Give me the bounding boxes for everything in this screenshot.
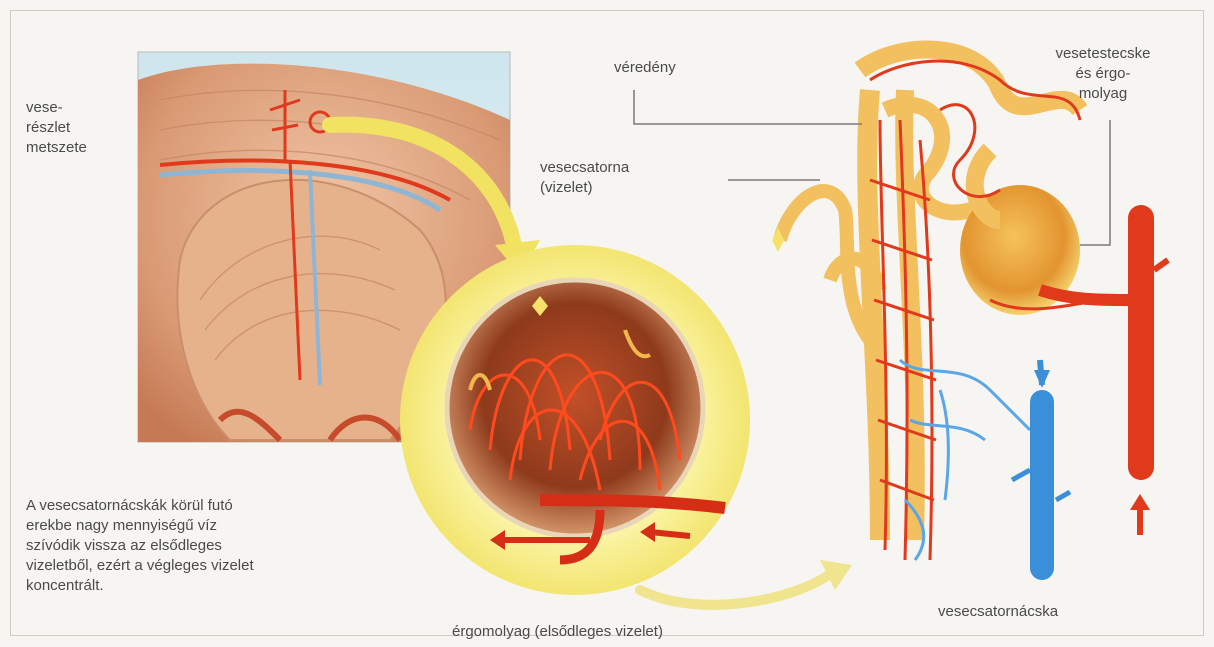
label-renal-corpuscle: vesetestecske és érgo- molyag: [1018, 44, 1188, 104]
flow-arrow: [640, 570, 835, 605]
glomerulus-magnification: [400, 245, 750, 595]
nephron-illustration: [772, 50, 1168, 580]
label-kidney-section: vese- részlet metszete: [26, 98, 136, 158]
caption-note: A vesecsatornácskák körül futó erekbe na…: [26, 496, 386, 596]
label-tubule-small: vesecsatornácska: [938, 602, 1058, 622]
label-renal-tubule: vesecsatorna (vizelet): [540, 158, 710, 198]
label-blood-vessel: véredény: [614, 58, 676, 78]
label-glomerulus: érgomolyag (elsődleges vizelet): [452, 622, 663, 642]
